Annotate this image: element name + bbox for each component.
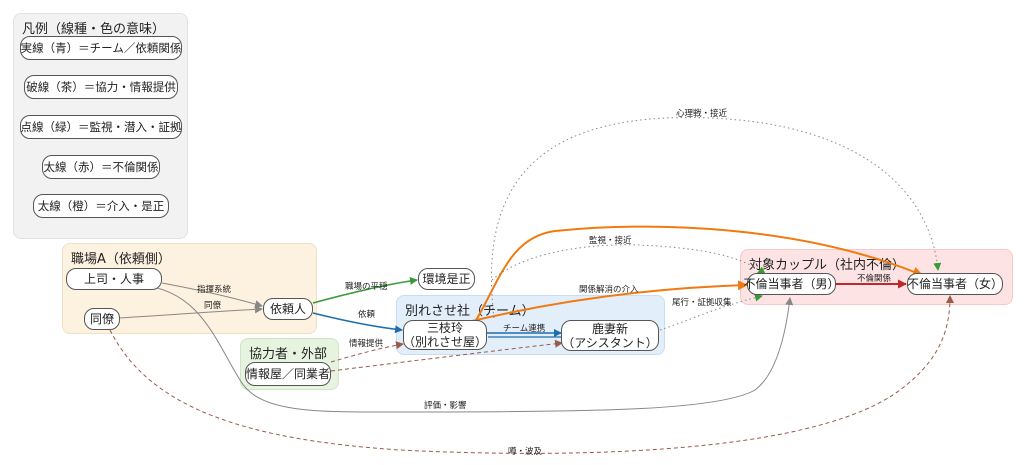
legend-item-intervene: 太線（橙）＝介入・是正	[33, 194, 169, 218]
node-colleague: 同僚	[84, 308, 120, 330]
node-man: 不倫当事者（男）	[744, 273, 840, 295]
cluster-workplace-title: 職場A（依頼側）	[71, 252, 171, 267]
edge-label-command: 指揮系統	[197, 284, 232, 295]
edge-intervention	[467, 280, 748, 323]
edge-label-psych: 心理戦・接近	[676, 108, 728, 119]
edge-intervention-high	[474, 225, 923, 323]
edge-label-coworker: 同僚	[204, 300, 222, 311]
edge-label-surveil: 監視・接近	[589, 235, 632, 246]
edge-coworker	[118, 305, 263, 319]
edge-label-evaluation: 評価・影響	[424, 400, 467, 411]
edge-evaluation	[139, 284, 794, 413]
edge-psych	[491, 117, 942, 319]
node-boss: 上司・人事	[66, 268, 162, 290]
edge-label-tail: 尾行・証拠収集	[672, 297, 732, 308]
edge-label-rumor: 噂・波及	[508, 446, 543, 457]
node-informant: 情報屋／同業者	[245, 362, 331, 386]
legend-item-affair: 太線（赤）＝不倫関係	[42, 155, 160, 179]
edge-label-team-link: チーム連携	[503, 323, 545, 334]
edge-info	[330, 341, 404, 363]
node-kazuma: 鹿妻新 （アシスタント）	[561, 320, 659, 351]
cluster-partners-title: 協力者・外部	[249, 347, 328, 362]
node-client: 依頼人	[263, 298, 313, 320]
edge-label-intervention: 関係解消の介入	[579, 284, 639, 295]
node-env: 環境是正	[418, 268, 475, 290]
edge-request	[312, 312, 403, 334]
edge-surveil	[491, 244, 766, 281]
edge-info-2	[330, 339, 563, 372]
edge-label-affair: 不倫関係	[857, 273, 892, 284]
edge-command	[161, 282, 263, 308]
legend-item-coop: 破線（茶）＝協力・情報提供	[24, 75, 178, 99]
legend-item-watch: 点線（緑）＝監視・潜入・証拠	[20, 115, 182, 139]
cluster-couple-title: 対象カップル（社内不倫）	[749, 258, 906, 273]
edge-rumor	[109, 295, 954, 454]
legend-title: 凡例（線種・色の意味）	[22, 22, 166, 37]
edge-label-request: 依頼	[358, 309, 376, 320]
node-misae: 三枝玲 （別れさせ屋）	[403, 320, 488, 350]
edge-workplace-fix	[312, 276, 418, 304]
legend-item-team: 実線（青）＝チーム／依頼関係	[20, 36, 182, 60]
edge-label-info: 情報提供	[349, 338, 384, 349]
edge-tail	[659, 293, 763, 331]
edge-label-workplace-fix: 職場の平穏	[345, 281, 388, 292]
node-woman: 不倫当事者（女）	[907, 273, 1003, 295]
